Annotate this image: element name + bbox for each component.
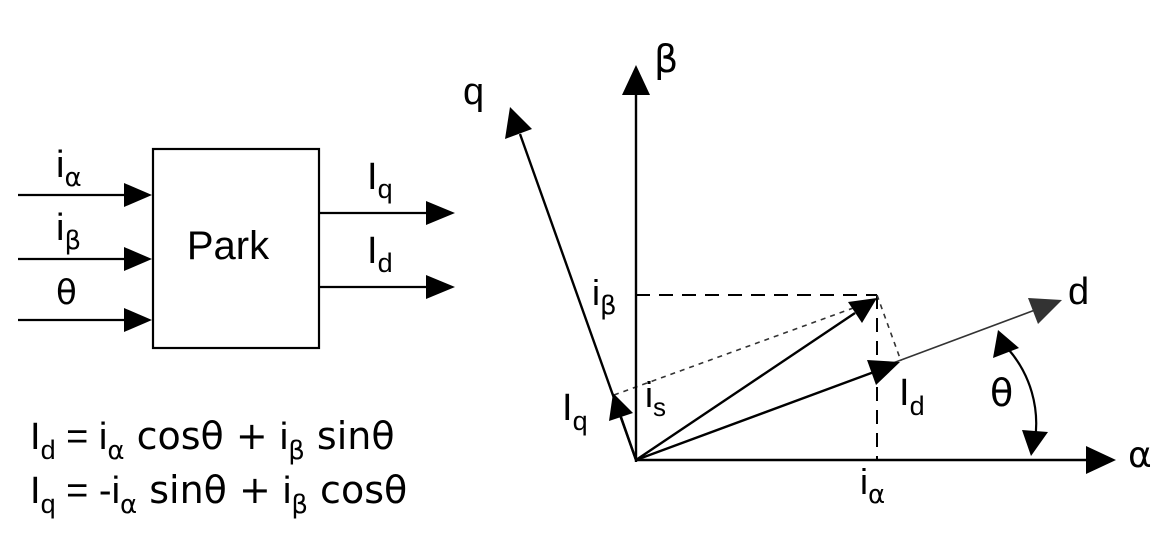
output-label-iq: Iq bbox=[367, 156, 393, 204]
is-label: is bbox=[645, 374, 666, 422]
equation-id: Id = iα cosθ + iβ sinθ bbox=[30, 414, 395, 466]
beta-axis-label: β bbox=[654, 37, 678, 81]
output-arrow-iq bbox=[319, 201, 455, 225]
q-axis-label: q bbox=[463, 71, 484, 113]
theta-label: θ bbox=[990, 371, 1013, 415]
park-block-diagram: Park iα iβ θ bbox=[18, 144, 455, 350]
beta-axis bbox=[622, 65, 650, 462]
id-vector-label: Id bbox=[899, 372, 925, 421]
i-alpha-label: iα bbox=[860, 461, 885, 510]
d-axis bbox=[892, 298, 1062, 364]
input-label-i-beta: iβ bbox=[56, 207, 81, 256]
park-block bbox=[151, 147, 321, 350]
input-arrow-theta bbox=[18, 308, 152, 332]
iq-vector-label: Iq bbox=[562, 387, 588, 436]
park-equations: Id = iα cosθ + iβ sinθ Iq = -iα sinθ + i… bbox=[30, 414, 407, 520]
input-arrow-i-alpha bbox=[18, 183, 152, 207]
d-axis-label: d bbox=[1068, 271, 1089, 313]
iq-vector bbox=[609, 393, 638, 461]
park-block-label: Park bbox=[187, 224, 270, 268]
alpha-axis-label: α bbox=[1128, 435, 1152, 476]
i-beta-label: iβ bbox=[592, 272, 617, 321]
input-arrow-i-beta bbox=[18, 247, 152, 271]
is-vector bbox=[635, 298, 877, 461]
input-label-theta: θ bbox=[56, 273, 77, 313]
iq-projection-dotted bbox=[613, 302, 868, 396]
vector-diagram: β α q d θ iβ iα is Iq Id bbox=[463, 37, 1152, 510]
output-arrow-id bbox=[319, 275, 455, 299]
theta-arc bbox=[993, 330, 1048, 456]
equation-iq: Iq = -iα sinθ + iβ cosθ bbox=[30, 468, 407, 520]
id-projection-dotted bbox=[876, 294, 902, 362]
input-label-i-alpha: iα bbox=[56, 144, 82, 193]
id-vector bbox=[635, 360, 900, 462]
output-label-id: Id bbox=[367, 230, 393, 278]
alpha-axis bbox=[636, 446, 1116, 474]
